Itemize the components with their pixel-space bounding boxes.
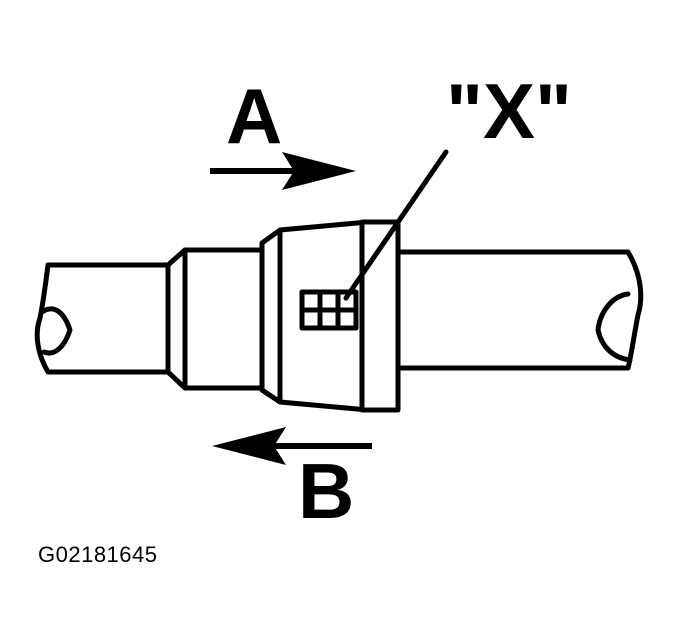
- arrow-a: [210, 152, 356, 190]
- right-pipe-cut-end: [595, 291, 633, 363]
- retaining-ring: [359, 219, 401, 413]
- left-pipe-cut-end: [39, 306, 73, 356]
- x-leader-line: [343, 149, 449, 301]
- label-x: "X": [446, 67, 572, 155]
- arrow-b: [212, 427, 372, 465]
- label-a: A: [226, 72, 282, 160]
- label-b: B: [298, 447, 354, 535]
- left-pipe: [34, 262, 185, 375]
- figure-code: G02181645: [38, 542, 158, 567]
